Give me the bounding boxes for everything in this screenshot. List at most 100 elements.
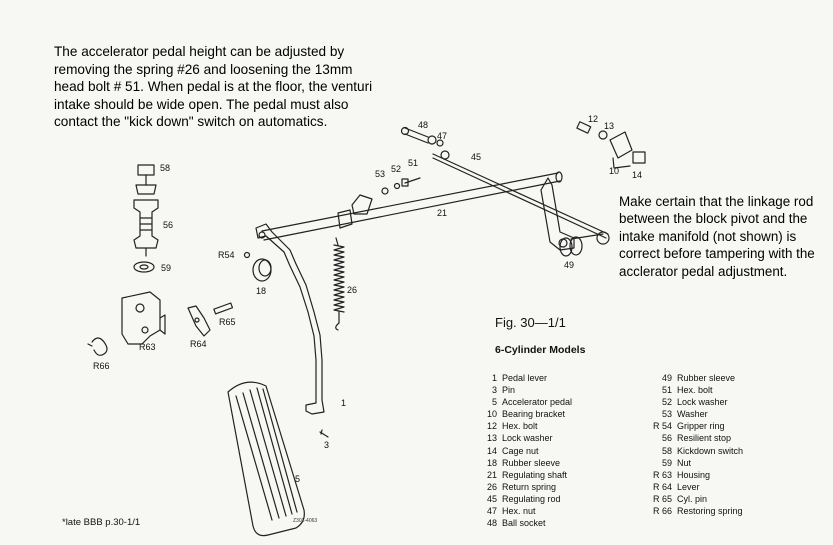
part-number: R 64 bbox=[652, 481, 672, 492]
part-name: Rubber sleeve bbox=[502, 457, 561, 468]
callout-r66: R66 bbox=[93, 361, 110, 371]
parts-legend-row: 10 Bearing bracket bbox=[470, 408, 572, 420]
part-number: 53 bbox=[661, 409, 672, 420]
part-name: Pedal lever bbox=[502, 373, 548, 383]
nut bbox=[133, 261, 155, 273]
callout-52: 52 bbox=[391, 164, 401, 174]
part-name: Regulating shaft bbox=[502, 469, 568, 480]
parts-legend-row: 49 Rubber sleeve bbox=[630, 372, 743, 384]
callout-21: 21 bbox=[437, 208, 447, 218]
part-name: Hex. nut bbox=[502, 506, 536, 517]
part-name: Ball socket bbox=[502, 518, 546, 529]
part-number: 1 bbox=[491, 373, 497, 383]
figure-subtitle: 6-Cylinder Models bbox=[495, 344, 586, 356]
bearing-bracket-assembly bbox=[576, 121, 646, 169]
parts-legend-left: 1 Pedal lever 3 Pin 5 Accelerator pedal 10 Bear… bbox=[470, 372, 572, 529]
part-name: Return spring bbox=[502, 481, 557, 492]
parts-legend-row: 14 Cage nut bbox=[470, 445, 572, 457]
part-name: Housing bbox=[677, 469, 711, 480]
bolt-and-washers bbox=[381, 177, 421, 195]
callout-3: 3 bbox=[324, 440, 329, 450]
return-spring bbox=[333, 237, 345, 331]
part-name: Pin bbox=[502, 385, 516, 396]
part-name: Accelerator pedal bbox=[502, 397, 573, 408]
part-name: Cyl. pin bbox=[677, 493, 708, 504]
parts-legend-row: 1 Pedal lever bbox=[470, 372, 572, 384]
callout-labels: 48 47 45 12 13 10 14 53 52 51 21 58 56 5… bbox=[93, 114, 642, 484]
cyl-pin bbox=[213, 302, 234, 315]
callout-1: 1 bbox=[341, 398, 346, 408]
ball-socket bbox=[400, 126, 444, 147]
part-name: Lever bbox=[677, 481, 700, 492]
callout-5: 5 bbox=[295, 474, 300, 484]
callout-53: 53 bbox=[375, 169, 385, 179]
callout-47: 47 bbox=[437, 131, 447, 141]
part-number: 14 bbox=[486, 445, 497, 456]
part-number: 3 bbox=[491, 385, 497, 396]
callout-49: 49 bbox=[564, 260, 574, 270]
part-name: Nut bbox=[677, 457, 692, 468]
pin bbox=[319, 429, 329, 438]
lever-r64 bbox=[187, 305, 211, 337]
part-number: R 54 bbox=[652, 421, 672, 432]
callout-r63: R63 bbox=[139, 342, 156, 352]
part-name: Regulating rod bbox=[502, 493, 561, 504]
parts-legend-row: 18 Rubber sleeve bbox=[470, 457, 572, 469]
bell-crank bbox=[540, 177, 610, 251]
regulating-shaft bbox=[261, 171, 563, 241]
source-reference: *late BBB p.30-1/1 bbox=[62, 517, 141, 528]
callout-26: 26 bbox=[347, 285, 357, 295]
callout-48: 48 bbox=[418, 120, 428, 130]
part-number: 26 bbox=[486, 481, 497, 492]
rubber-sleeve-18 bbox=[243, 251, 272, 282]
part-number: 59 bbox=[661, 457, 672, 468]
adjustment-note: The accelerator pedal height can be adju… bbox=[54, 44, 373, 130]
callout-59: 59 bbox=[161, 263, 171, 273]
callout-r64: R64 bbox=[190, 339, 207, 349]
part-name: Lock washer bbox=[502, 433, 553, 444]
part-number: 12 bbox=[486, 421, 497, 432]
kickdown-switch bbox=[135, 164, 157, 195]
part-number: 18 bbox=[486, 457, 497, 468]
part-number: 45 bbox=[486, 493, 497, 504]
part-name: Bearing bracket bbox=[502, 409, 566, 420]
parts-legend-row: 59 Nut bbox=[630, 457, 743, 469]
parts-legend-row: 53 Washer bbox=[630, 408, 743, 420]
part-number: R 65 bbox=[652, 493, 672, 504]
part-number: 51 bbox=[661, 385, 672, 396]
part-name: Rubber sleeve bbox=[677, 373, 736, 383]
callout-56: 56 bbox=[163, 220, 173, 230]
callout-r54: R54 bbox=[218, 250, 235, 260]
callout-51: 51 bbox=[408, 158, 418, 168]
part-name: Kickdown switch bbox=[677, 445, 744, 456]
part-number: 5 bbox=[491, 397, 497, 408]
part-number: 49 bbox=[661, 373, 672, 383]
parts-legend-row: R 64 Lever bbox=[630, 481, 743, 493]
part-name: Cage nut bbox=[502, 445, 539, 456]
part-number: 10 bbox=[486, 409, 497, 420]
part-number: 48 bbox=[486, 518, 497, 529]
rubber-sleeve bbox=[559, 236, 583, 257]
parts-legend-row: 51 Hex. bolt bbox=[630, 384, 743, 396]
regulating-rod bbox=[432, 150, 609, 239]
parts-legend-row: 5 Accelerator pedal bbox=[470, 396, 572, 408]
callout-45: 45 bbox=[471, 152, 481, 162]
part-name: Washer bbox=[677, 409, 708, 420]
parts-legend-row: 45 Regulating rod bbox=[470, 493, 572, 505]
part-name: Hex. bolt bbox=[677, 385, 713, 396]
part-name: Lock washer bbox=[677, 397, 728, 408]
parts-legend-row: 3 Pin bbox=[470, 384, 572, 396]
part-number: 56 bbox=[661, 433, 672, 444]
restoring-spring bbox=[87, 337, 108, 356]
callout-58: 58 bbox=[160, 163, 170, 173]
